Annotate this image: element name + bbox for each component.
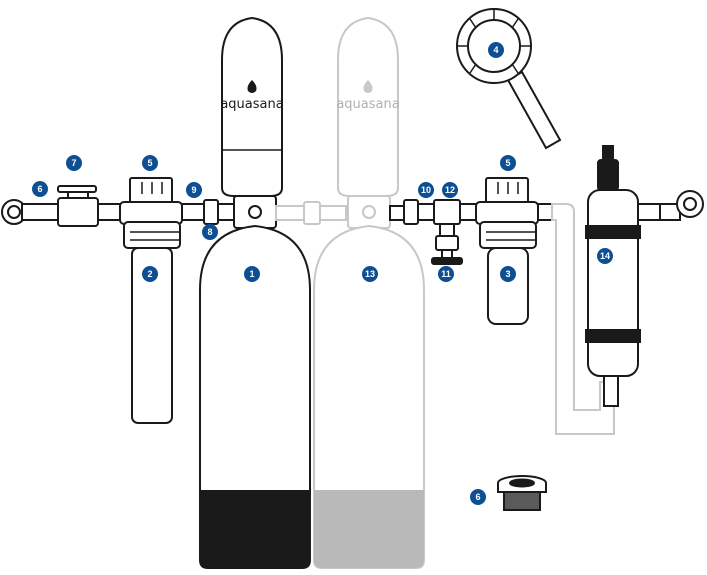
callout-badge-circle [418, 182, 434, 198]
brand-label-optional: aquasana [336, 97, 399, 112]
pre-filter-right [475, 177, 553, 325]
callout-badge-compression-fitting-a: 9 [186, 182, 202, 198]
callout-badge-circle [142, 266, 158, 282]
callout-number: 8 [207, 227, 212, 237]
callout-badge-reducer-bushing: 6 [470, 489, 486, 505]
callout-badge-circle [438, 266, 454, 282]
callout-badge-shutoff-valve: 7 [66, 155, 82, 171]
compression-fitting-a [181, 199, 239, 225]
callout-badge-circle [488, 42, 504, 58]
callout-number: 11 [441, 269, 451, 279]
callout-number: 5 [147, 158, 152, 168]
callout-badge-circle [597, 248, 613, 264]
callout-badge-pre-filter-housing-left: 5 [142, 155, 158, 171]
bypass-pipe [551, 203, 615, 435]
callout-badge-circle [244, 266, 260, 282]
optional-tank [313, 16, 425, 569]
callout-badge-compression-fitting-b: 8 [202, 224, 218, 240]
callout-badge-circle [32, 181, 48, 197]
callout-number: 6 [37, 184, 42, 194]
bypass-fitting-left [1, 199, 59, 225]
callout-number: 6 [475, 492, 480, 502]
callout-badge-circle [500, 155, 516, 171]
uv-filter [585, 145, 704, 407]
callout-badge-circle [142, 155, 158, 171]
callout-badge-bypass-fitting-left: 6 [32, 181, 48, 197]
callout-badge-circle [66, 155, 82, 171]
callout-badge-optional-tank: 13 [362, 266, 378, 282]
callout-badges: 5 7 6 2 9 8 1 13 10 12 11 5 3 4 14 6 [32, 42, 613, 505]
callout-badge-pre-filter-housing-right: 5 [500, 155, 516, 171]
callout-badge-uv-filter: 14 [597, 248, 613, 264]
callout-badge-compression-fitting-c: 10 [418, 182, 434, 198]
shutoff-valve [57, 185, 121, 227]
reducer-bushing [497, 475, 547, 511]
callout-badge-circle [362, 266, 378, 282]
callout-badge-post-filter-cartridge: 3 [500, 266, 516, 282]
pre-filter-left [119, 177, 183, 424]
callout-badge-circle [442, 182, 458, 198]
callout-number: 7 [71, 158, 76, 168]
callout-badge-main-tank: 1 [244, 266, 260, 282]
brand-label-main: aquasana [220, 97, 283, 112]
callout-badge-circle [186, 182, 202, 198]
housing-wrench [456, 8, 562, 150]
callout-number: 10 [421, 185, 431, 195]
tank-connector [275, 201, 347, 225]
right-fittings [389, 199, 481, 265]
callout-badge-circle [500, 266, 516, 282]
main-tank [199, 16, 311, 569]
callout-badge-circle [470, 489, 486, 505]
callout-number: 3 [505, 269, 510, 279]
callout-number: 5 [505, 158, 510, 168]
callout-number: 4 [493, 45, 498, 55]
callout-badge-housing-wrench: 4 [488, 42, 504, 58]
callout-number: 13 [365, 269, 375, 279]
callout-badge-sample-valve: 11 [438, 266, 454, 282]
callout-badge-tee-fitting: 12 [442, 182, 458, 198]
callout-number: 12 [445, 185, 455, 195]
callout-number: 14 [600, 251, 610, 261]
callout-number: 1 [249, 269, 254, 279]
callout-badge-pre-filter-cartridge: 2 [142, 266, 158, 282]
callout-number: 9 [191, 185, 196, 195]
callout-badge-circle [202, 224, 218, 240]
callout-number: 2 [147, 269, 152, 279]
